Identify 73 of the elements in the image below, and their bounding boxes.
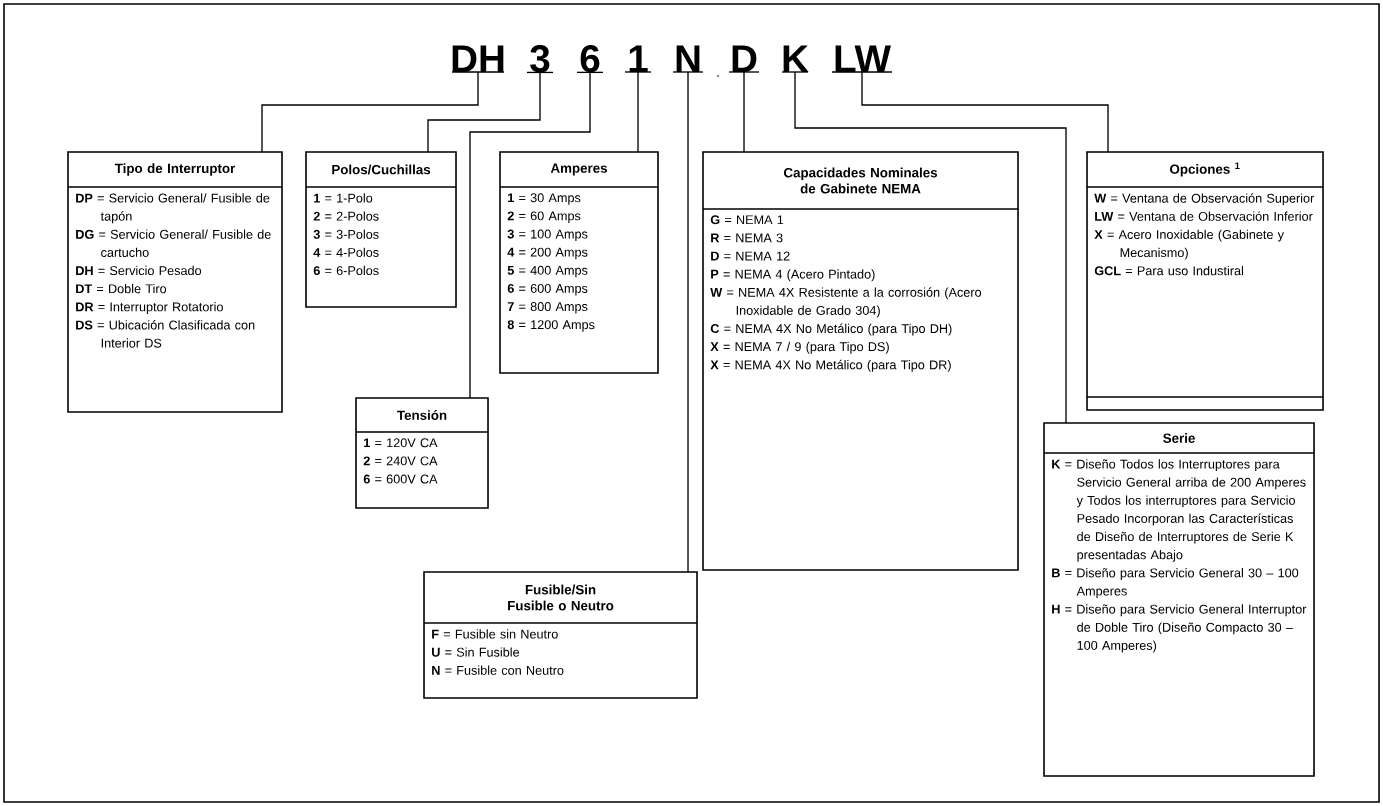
table-entry: N = Fusible con Neutro	[432, 665, 564, 675]
table-entry: W = NEMA 4X Resistente a la corrosión (Acero Inoxidable de Grado 304)	[710, 287, 982, 318]
table-entry: G = NEMA 1	[710, 215, 784, 225]
table-entry: D = NEMA 12	[711, 251, 790, 261]
table-heading: Opciones $^{1}$	[1170, 162, 1240, 177]
leader-line	[794, 71, 1067, 424]
code-segment: N	[672, 45, 704, 73]
table-entry: C = NEMA 4X No Metálico (para Tipo DH)	[710, 323, 952, 336]
table-entry: R = NEMA 3	[711, 233, 783, 243]
leader-line	[637, 71, 639, 153]
table-entry: 3 = 100 Amps	[507, 229, 588, 241]
leader-line	[427, 71, 541, 153]
leader-line	[469, 71, 591, 399]
table-entry: B = Diseño para Servicio General 30 – 100 Amperes	[1052, 568, 1299, 598]
table-entry: 4 = 4-Polos	[313, 247, 379, 257]
table-entry: W = Ventana de Observación Superior	[1094, 193, 1315, 206]
table-entry: DR = Interruptor Rotatorio	[76, 302, 223, 314]
table-entry: 1 = 120V CA	[364, 438, 438, 448]
table-entry: LW = Ventana de Observación Inferior	[1095, 211, 1313, 221]
code-table-box	[305, 151, 457, 308]
table-entry: U = Sin Fusible	[432, 647, 520, 657]
code-segment: 6	[576, 45, 604, 74]
leader-line	[261, 71, 479, 153]
code-table-box	[67, 151, 283, 413]
table-entry: DG = Servicio General/ Fusible de cartucho	[76, 229, 271, 257]
table-entry: 4 = 200 Amps	[507, 247, 588, 260]
table-entry: 2 = 60 Amps	[507, 211, 581, 223]
table-heading: Tensión	[397, 410, 447, 420]
table-entry: 6 = 600 Amps	[507, 283, 588, 296]
code-table-box	[1043, 422, 1315, 777]
table-heading: Amperes	[550, 163, 607, 176]
table-entry: DT = Doble Tiro	[76, 283, 167, 294]
table-entry: H = Diseño para Servicio General Interruptor de Doble Tiro (Diseño Compacto 30 – 100 Amperes)	[1052, 604, 1307, 653]
code-segment: 1	[624, 45, 652, 73]
table-entry: 3 = 3-Polos	[313, 229, 379, 239]
table-entry: GCL = Para uso Industiral	[1094, 265, 1243, 276]
table-heading: Tipo de Interruptor	[114, 163, 236, 176]
table-entry: P = NEMA 4 (Acero Pintado)	[711, 269, 875, 282]
table-entry: 7 = 800 Amps	[507, 302, 588, 314]
leader-line	[743, 71, 745, 153]
table-entry: DH = Servicio Pesado	[76, 265, 202, 276]
separator-dot: .	[717, 75, 719, 77]
table-entry: 1 = 1-Polo	[314, 193, 373, 203]
table-entry: 2 = 2-Polos	[313, 211, 379, 221]
code-table-box	[702, 151, 1019, 571]
code-segment: 3	[526, 45, 554, 74]
table-entry: 5 = 400 Amps	[507, 265, 588, 278]
table-entry: DP = Servicio General/ Fusible de tapón	[76, 193, 270, 224]
table-entry: X = NEMA 4X No Metálico (para Tipo DR)	[710, 359, 951, 372]
table-entry: F = Fusible sin Neutro	[432, 629, 558, 639]
table-entry: 1 = 30 Amps	[508, 193, 581, 205]
code-table-box	[423, 571, 698, 699]
code-segment: DH	[451, 45, 505, 73]
table-entry: 6 = 600V CA	[363, 474, 438, 484]
code-segment: K	[781, 45, 809, 73]
table-entry: K = Diseño Todos los Interruptores para Servicio General arriba de 200 Amperes y Todos los interruptores para Servicio Pesado Incorporan las Características de Diseño de Interruptores de Serie K presentadas Abajo	[1052, 459, 1306, 562]
code-table-box	[355, 397, 489, 509]
table-heading: Fusible/Sin Fusible o Neutro	[508, 584, 614, 611]
code-segment: LW	[831, 45, 893, 73]
leader-line	[861, 71, 1109, 153]
code-segment: D	[728, 45, 760, 73]
table-entry: DS = Ubicación Clasificada con Interior DS	[76, 320, 255, 348]
table-heading: Polos/Cuchillas	[332, 164, 431, 175]
table-entry: X = NEMA 7 / 9 (para Tipo DS)	[710, 341, 889, 354]
table-entry: 2 = 240V CA	[363, 456, 438, 466]
code-table-box	[499, 151, 659, 374]
table-entry: 6 = 6-Polos	[313, 265, 379, 276]
code-table-box	[1086, 151, 1324, 411]
leader-line	[687, 71, 689, 573]
table-heading: Capacidades Nominales de Gabinete NEMA	[784, 167, 938, 194]
table-entry: X = Acero Inoxidable (Gabinete y Mecanismo)	[1094, 229, 1284, 260]
table-entry: 8 = 1200 Amps	[507, 320, 595, 332]
table-heading: Serie	[1163, 433, 1195, 443]
